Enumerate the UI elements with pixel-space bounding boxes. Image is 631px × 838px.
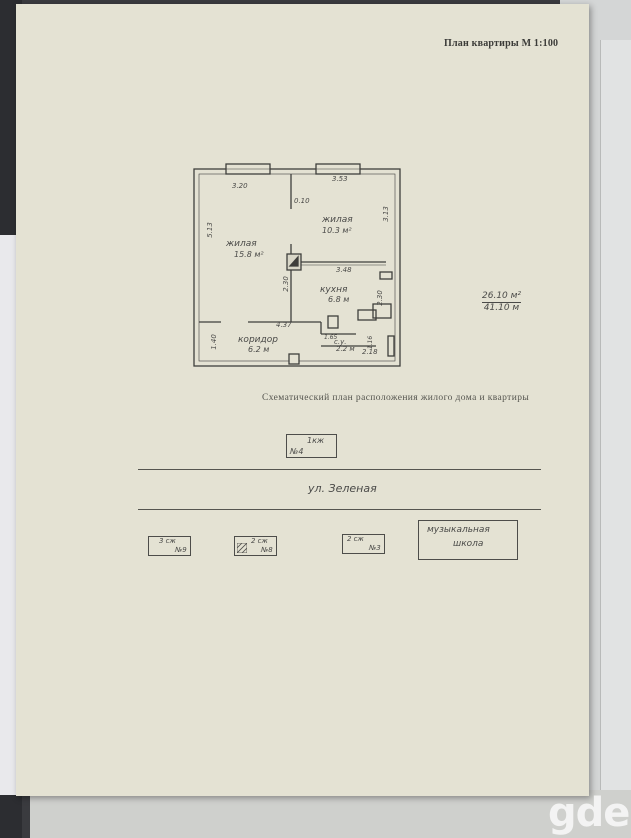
building-2-number: №8 bbox=[261, 546, 273, 554]
dim-top-left: 3.20 bbox=[232, 182, 248, 190]
room-5-area: 2.2 м bbox=[336, 345, 355, 353]
site-watermark: gde bbox=[548, 790, 630, 836]
hatched-mark bbox=[237, 543, 247, 553]
sink bbox=[357, 309, 377, 321]
house-box: 1кж №4 bbox=[286, 434, 337, 458]
room-1-name: жилая bbox=[226, 239, 257, 249]
room-2-area: 10.3 м² bbox=[322, 226, 352, 235]
dim-corridor-left: 1.40 bbox=[209, 334, 218, 350]
dim-partition: 2.30 bbox=[281, 276, 290, 292]
stove bbox=[372, 303, 392, 319]
bath-fixture bbox=[387, 335, 395, 357]
building-3-number: №3 bbox=[369, 544, 381, 552]
background-paper-right-edge bbox=[600, 40, 631, 800]
dim-small: 1.65 bbox=[324, 334, 338, 341]
area-summary: 26.10 м² 41.10 м bbox=[482, 291, 522, 314]
street-line-bottom bbox=[138, 509, 541, 510]
scheme-caption: Схематический план расположения жилого д… bbox=[262, 393, 530, 403]
entrance-door bbox=[288, 353, 300, 365]
dim-bath-height: 1.16 bbox=[367, 335, 375, 350]
dim-top-right: 3.53 bbox=[332, 175, 348, 183]
building-box-3: 2 сж №3 bbox=[342, 534, 385, 554]
building-3-label: 2 сж bbox=[347, 535, 364, 543]
school-line-2: школа bbox=[453, 539, 484, 549]
toilet bbox=[327, 315, 339, 329]
room-3-name: кухня bbox=[320, 285, 348, 295]
house-label: 1кж bbox=[307, 436, 325, 445]
street-name: ул. Зеленая bbox=[308, 482, 377, 495]
outer-wall bbox=[193, 168, 401, 367]
background-paper-bottom bbox=[30, 790, 631, 838]
building-box-2: 2 сж №8 bbox=[234, 536, 277, 556]
dim-right-height: 3.13 bbox=[381, 206, 390, 222]
floor-plan-drawing bbox=[193, 163, 401, 367]
document-sheet: План квартиры М 1:100 bbox=[16, 4, 589, 796]
room-5-name: с.у. bbox=[334, 338, 347, 346]
building-2-label: 2 сж bbox=[251, 537, 268, 545]
dim-corridor-width: 4.37 bbox=[276, 321, 292, 329]
room-4-area: 6.2 м bbox=[248, 345, 270, 354]
dim-bath-width: 2.18 bbox=[362, 348, 378, 356]
dim-left-height: 5.13 bbox=[205, 222, 214, 238]
cabinet bbox=[379, 271, 393, 280]
dim-kitchen-width: 3.48 bbox=[336, 266, 352, 274]
dim-kitchen-depth: 2.30 bbox=[375, 290, 384, 306]
page-title: План квартиры М 1:100 bbox=[444, 38, 559, 49]
room-4-name: коридор bbox=[238, 335, 278, 345]
area-living: 26.10 м² bbox=[482, 291, 522, 303]
room-3-area: 6.8 м bbox=[328, 295, 350, 304]
building-1-label: 3 сж bbox=[159, 537, 176, 545]
room-1-area: 15.8 м² bbox=[234, 250, 264, 259]
building-box-1: 3 сж №9 bbox=[148, 536, 191, 556]
school-line-1: музыкальная bbox=[427, 525, 490, 535]
area-total: 41.10 м bbox=[483, 303, 520, 313]
building-1-number: №9 bbox=[175, 546, 187, 554]
street-line-top bbox=[138, 469, 541, 470]
house-number: №4 bbox=[290, 447, 304, 456]
room-2-name: жилая bbox=[322, 215, 353, 225]
school-box: музыкальная школа bbox=[418, 520, 518, 560]
dim-closet: 0.10 bbox=[294, 197, 310, 205]
